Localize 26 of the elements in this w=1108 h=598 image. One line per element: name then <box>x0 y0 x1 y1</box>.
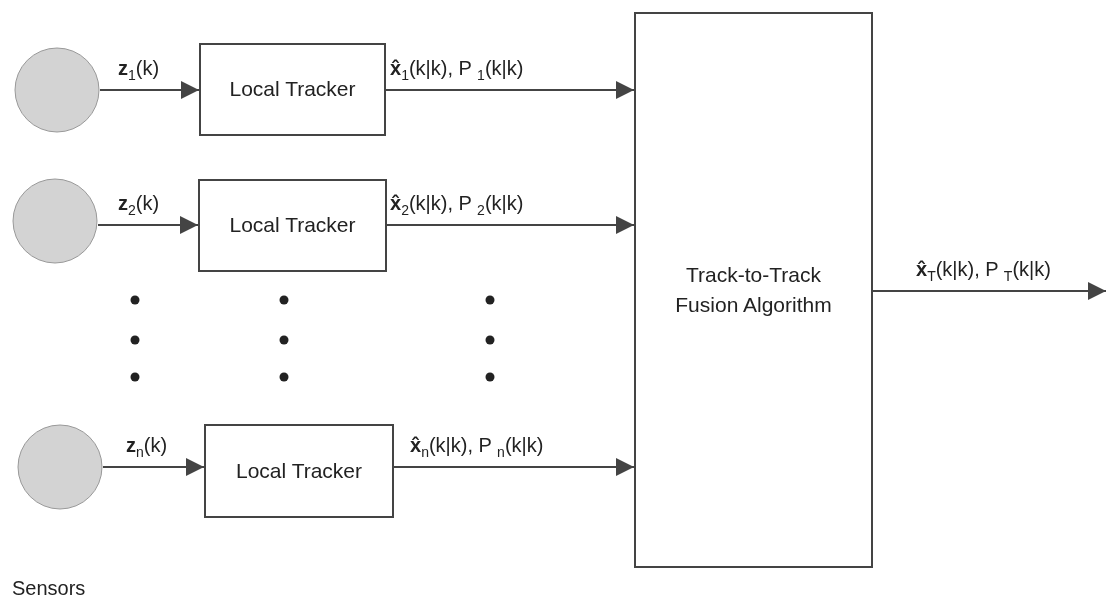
arrow <box>387 216 634 234</box>
circle-node <box>14 47 100 133</box>
process-box <box>199 43 386 136</box>
node-label: Local Tracker <box>235 457 363 484</box>
node-label: Local Tracker <box>229 76 356 103</box>
edge-label: z$_{n}$(k) <box>126 435 168 459</box>
arrow <box>386 81 634 99</box>
caption-text: Sensors <box>12 578 86 598</box>
node-label: Track-to-Track Fusion Algorithm <box>674 261 833 318</box>
process-box <box>634 12 873 568</box>
node-label: Local Tracker <box>229 212 356 239</box>
arrow <box>98 216 198 234</box>
circle-node <box>12 178 98 264</box>
process-box <box>198 179 387 272</box>
arrow <box>394 458 634 476</box>
edge-label: z$_{1}$(k) <box>118 58 160 82</box>
edge-label: x̂$_{n}$(k|k), P $_{n}$(k|k) <box>410 435 544 459</box>
edge-label: x̂$_{T}$(k|k), P $_{T}$(k|k) <box>916 259 1051 283</box>
process-box <box>204 424 394 518</box>
edge-label: z$_{2}$(k) <box>118 193 160 217</box>
circle-node <box>17 424 103 510</box>
arrow <box>873 282 1106 300</box>
edge-label: x̂$_{2}$(k|k), P $_{2}$(k|k) <box>390 193 524 217</box>
arrow <box>103 458 204 476</box>
arrow <box>100 81 199 99</box>
edge-label: x̂$_{1}$(k|k), P $_{1}$(k|k) <box>390 58 524 82</box>
